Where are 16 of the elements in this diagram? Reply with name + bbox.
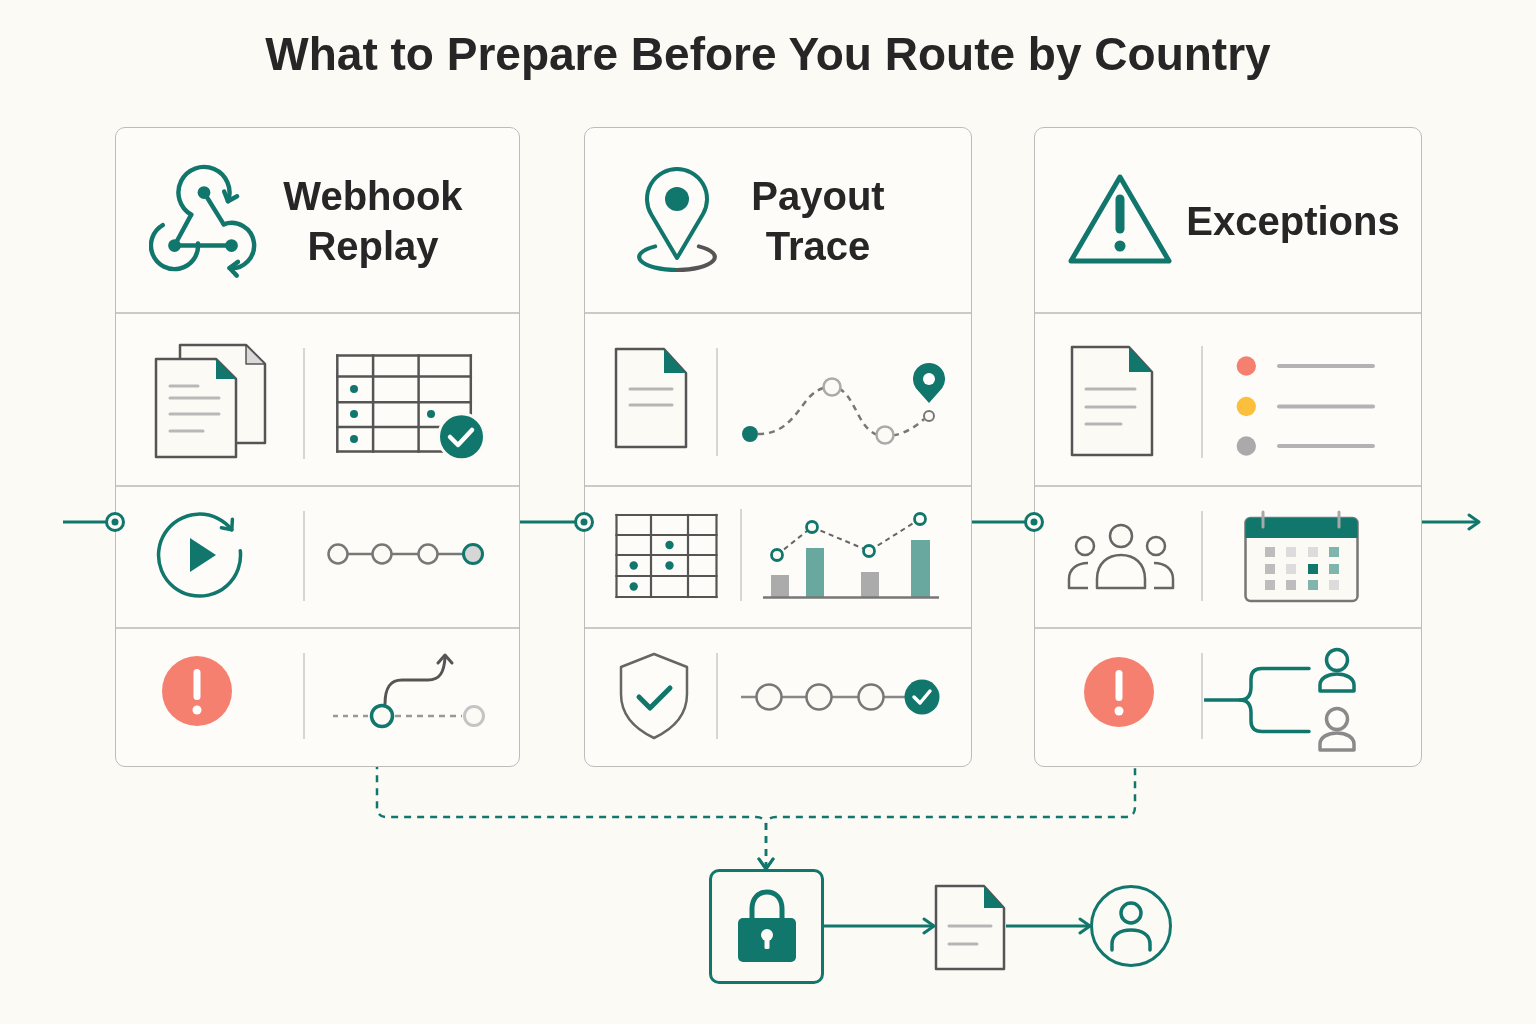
- arrow: [1006, 917, 1092, 935]
- diagram-title: What to Prepare Before You Route by Country: [265, 27, 1271, 82]
- lock-box: [709, 869, 824, 984]
- document-icon: [934, 884, 1006, 971]
- arrow: [1422, 513, 1481, 531]
- panel-title: Webhook Replay: [282, 173, 464, 270]
- connector-line: [520, 512, 594, 532]
- dashed-arrow: [757, 767, 1137, 871]
- panel-title: Exceptions: [1186, 198, 1400, 245]
- connector-line: [972, 512, 1044, 532]
- connector-line: [63, 512, 125, 532]
- panel-card: [115, 127, 520, 767]
- panel-title: Payout Trace: [750, 173, 886, 270]
- panel-card: [584, 127, 972, 767]
- panel-card: [1034, 127, 1422, 767]
- arrow: [824, 917, 936, 935]
